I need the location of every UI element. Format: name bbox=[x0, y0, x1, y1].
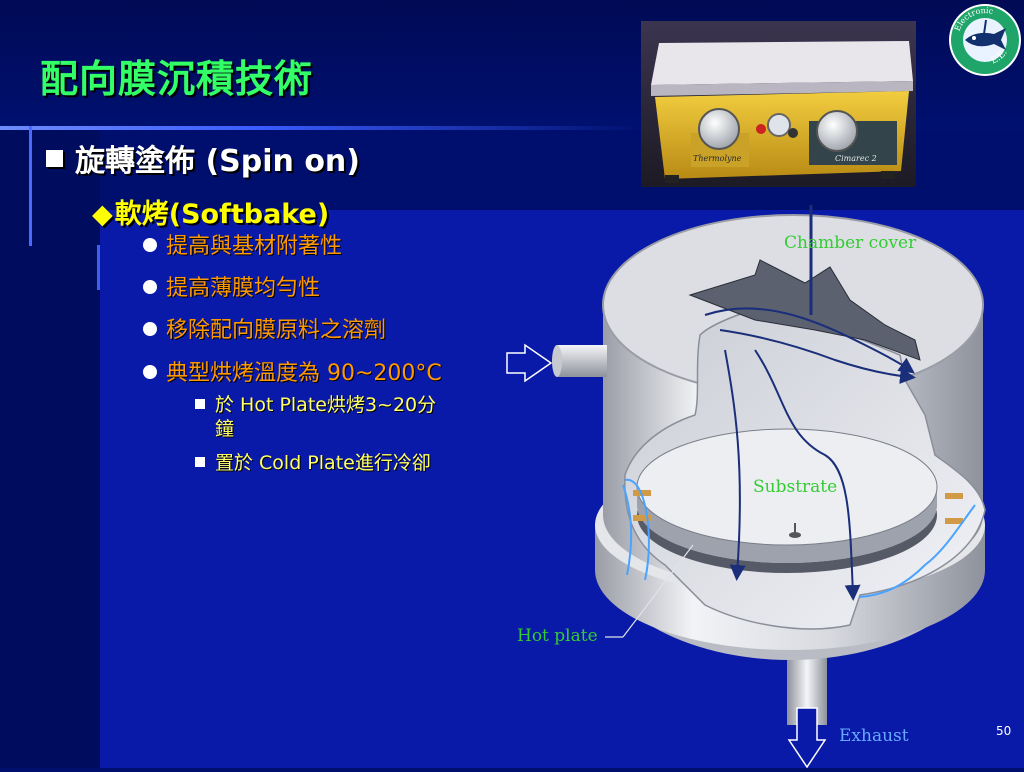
hot-plate-photo: Thermolyne Cimarec 2 bbox=[641, 21, 916, 187]
bullet-level3-item: 移除配向膜原料之溶劑 bbox=[143, 312, 386, 344]
bullet-level1: 旋轉塗佈 (Spin on) bbox=[46, 136, 360, 180]
spin-coater-diagram: Chamber cover Substrate Hot plate Exhaus… bbox=[505, 205, 1024, 769]
slide-title: 配向膜沉積技術 bbox=[40, 57, 314, 101]
bullet-level4-text: 於 Hot Plate烘烤3~20分 bbox=[215, 394, 437, 416]
label-exhaust: Exhaust bbox=[839, 726, 909, 746]
round-bullet-icon bbox=[143, 322, 157, 336]
bullet-level3-text: 提高與基材附著性 bbox=[166, 234, 343, 259]
bullet-level3-text: 移除配向膜原料之溶劑 bbox=[166, 318, 387, 343]
diamond-bullet-icon: ◆ bbox=[92, 199, 113, 230]
bullet-level1-text: 旋轉塗佈 (Spin on) bbox=[75, 144, 360, 179]
decorative-horizontal-line bbox=[0, 126, 640, 130]
small-square-bullet-icon bbox=[195, 457, 205, 467]
decorative-vertical-line-2 bbox=[97, 245, 100, 290]
bullet-level4-text: 置於 Cold Plate進行冷卻 bbox=[215, 452, 431, 474]
department-logo: Electronic E.E. bbox=[946, 2, 1024, 78]
decorative-vertical-line bbox=[29, 126, 32, 246]
label-chamber-cover: Chamber cover bbox=[784, 233, 917, 253]
round-bullet-icon bbox=[143, 238, 157, 252]
square-bullet-icon bbox=[46, 150, 63, 167]
bullet-level4-item: 於 Hot Plate烘烤3~20分 鐘 bbox=[195, 393, 436, 441]
label-hot-plate: Hot plate bbox=[517, 626, 598, 646]
bullet-level3-item: 提高薄膜均勻性 bbox=[143, 270, 320, 302]
bullet-level4-text-cont: 鐘 bbox=[215, 418, 235, 440]
bullet-level3-item: 提高與基材附著性 bbox=[143, 228, 342, 260]
photo-model: Cimarec 2 bbox=[835, 154, 877, 163]
round-bullet-icon bbox=[143, 280, 157, 294]
round-bullet-icon bbox=[143, 365, 157, 379]
bullet-level3-text: 典型烘烤溫度為 90~200°C bbox=[166, 361, 442, 386]
photo-brand: Thermolyne bbox=[693, 154, 742, 163]
page-number: 50 bbox=[996, 724, 1012, 738]
label-substrate: Substrate bbox=[753, 477, 838, 497]
bullet-level2-text: 軟烤(Softbake) bbox=[114, 199, 330, 230]
bullet-level4-item: 置於 Cold Plate進行冷卻 bbox=[195, 451, 431, 475]
small-square-bullet-icon bbox=[195, 399, 205, 409]
bullet-level3-item: 典型烘烤溫度為 90~200°C bbox=[143, 355, 442, 387]
bullet-level2: ◆軟烤(Softbake) bbox=[92, 192, 329, 231]
bullet-level3-text: 提高薄膜均勻性 bbox=[166, 276, 321, 301]
